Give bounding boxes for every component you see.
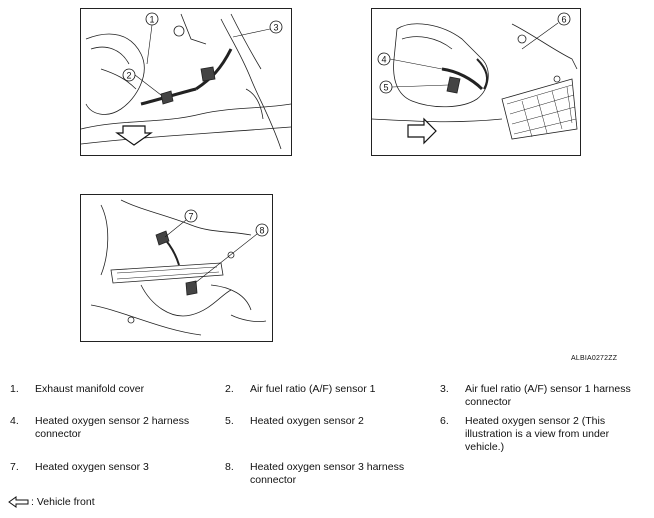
- callout-5: 5: [379, 80, 449, 94]
- svg-text:1: 1: [150, 15, 155, 25]
- callout-8: 8: [194, 223, 269, 284]
- vehicle-front-arrow-right-icon: [407, 117, 437, 145]
- legend-item-text: Heated oxygen sensor 3: [35, 461, 149, 473]
- svg-text:4: 4: [382, 55, 387, 65]
- callout-1: 1: [145, 12, 159, 65]
- callout-6: 6: [521, 12, 571, 50]
- legend-item-text: Air fuel ratio (A/F) sensor 1: [250, 383, 376, 395]
- svg-text:6: 6: [562, 15, 567, 25]
- callout-2: 2: [122, 68, 162, 96]
- legend-item-text: Heated oxygen sensor 2 harness connector: [35, 415, 190, 440]
- legend-item-text: Exhaust manifold cover: [35, 383, 145, 395]
- illustration-code: ALBIA0272ZZ: [571, 355, 618, 362]
- svg-text:2: 2: [127, 71, 132, 81]
- vehicle-front-arrow-down-icon: [115, 125, 153, 146]
- illustration-panel-2: 4 5 6: [371, 8, 581, 156]
- svg-text:7: 7: [189, 212, 194, 222]
- callout-4: 4: [377, 52, 443, 70]
- illustration-panel-1: 1 2 3: [80, 8, 292, 156]
- svg-text:3: 3: [274, 23, 279, 33]
- illustration-panel-3: 7 8: [80, 194, 273, 342]
- svg-text:8: 8: [260, 226, 265, 236]
- legend-item-text: Heated oxygen sensor 3 harness connector: [250, 461, 405, 486]
- vehicle-front-note: : Vehicle front: [8, 496, 95, 508]
- callout-3: 3: [232, 20, 283, 38]
- svg-text:5: 5: [384, 83, 389, 93]
- legend-item-text: Heated oxygen sensor 2: [250, 415, 364, 427]
- vehicle-front-label: : Vehicle front: [31, 496, 95, 508]
- callout-7: 7: [164, 209, 198, 238]
- legend-item-text: Heated oxygen sensor 2 (This illustratio…: [465, 415, 610, 453]
- vehicle-front-arrow-icon: [8, 496, 29, 508]
- legend-item-text: Air fuel ratio (A/F) sensor 1 harness co…: [465, 383, 631, 408]
